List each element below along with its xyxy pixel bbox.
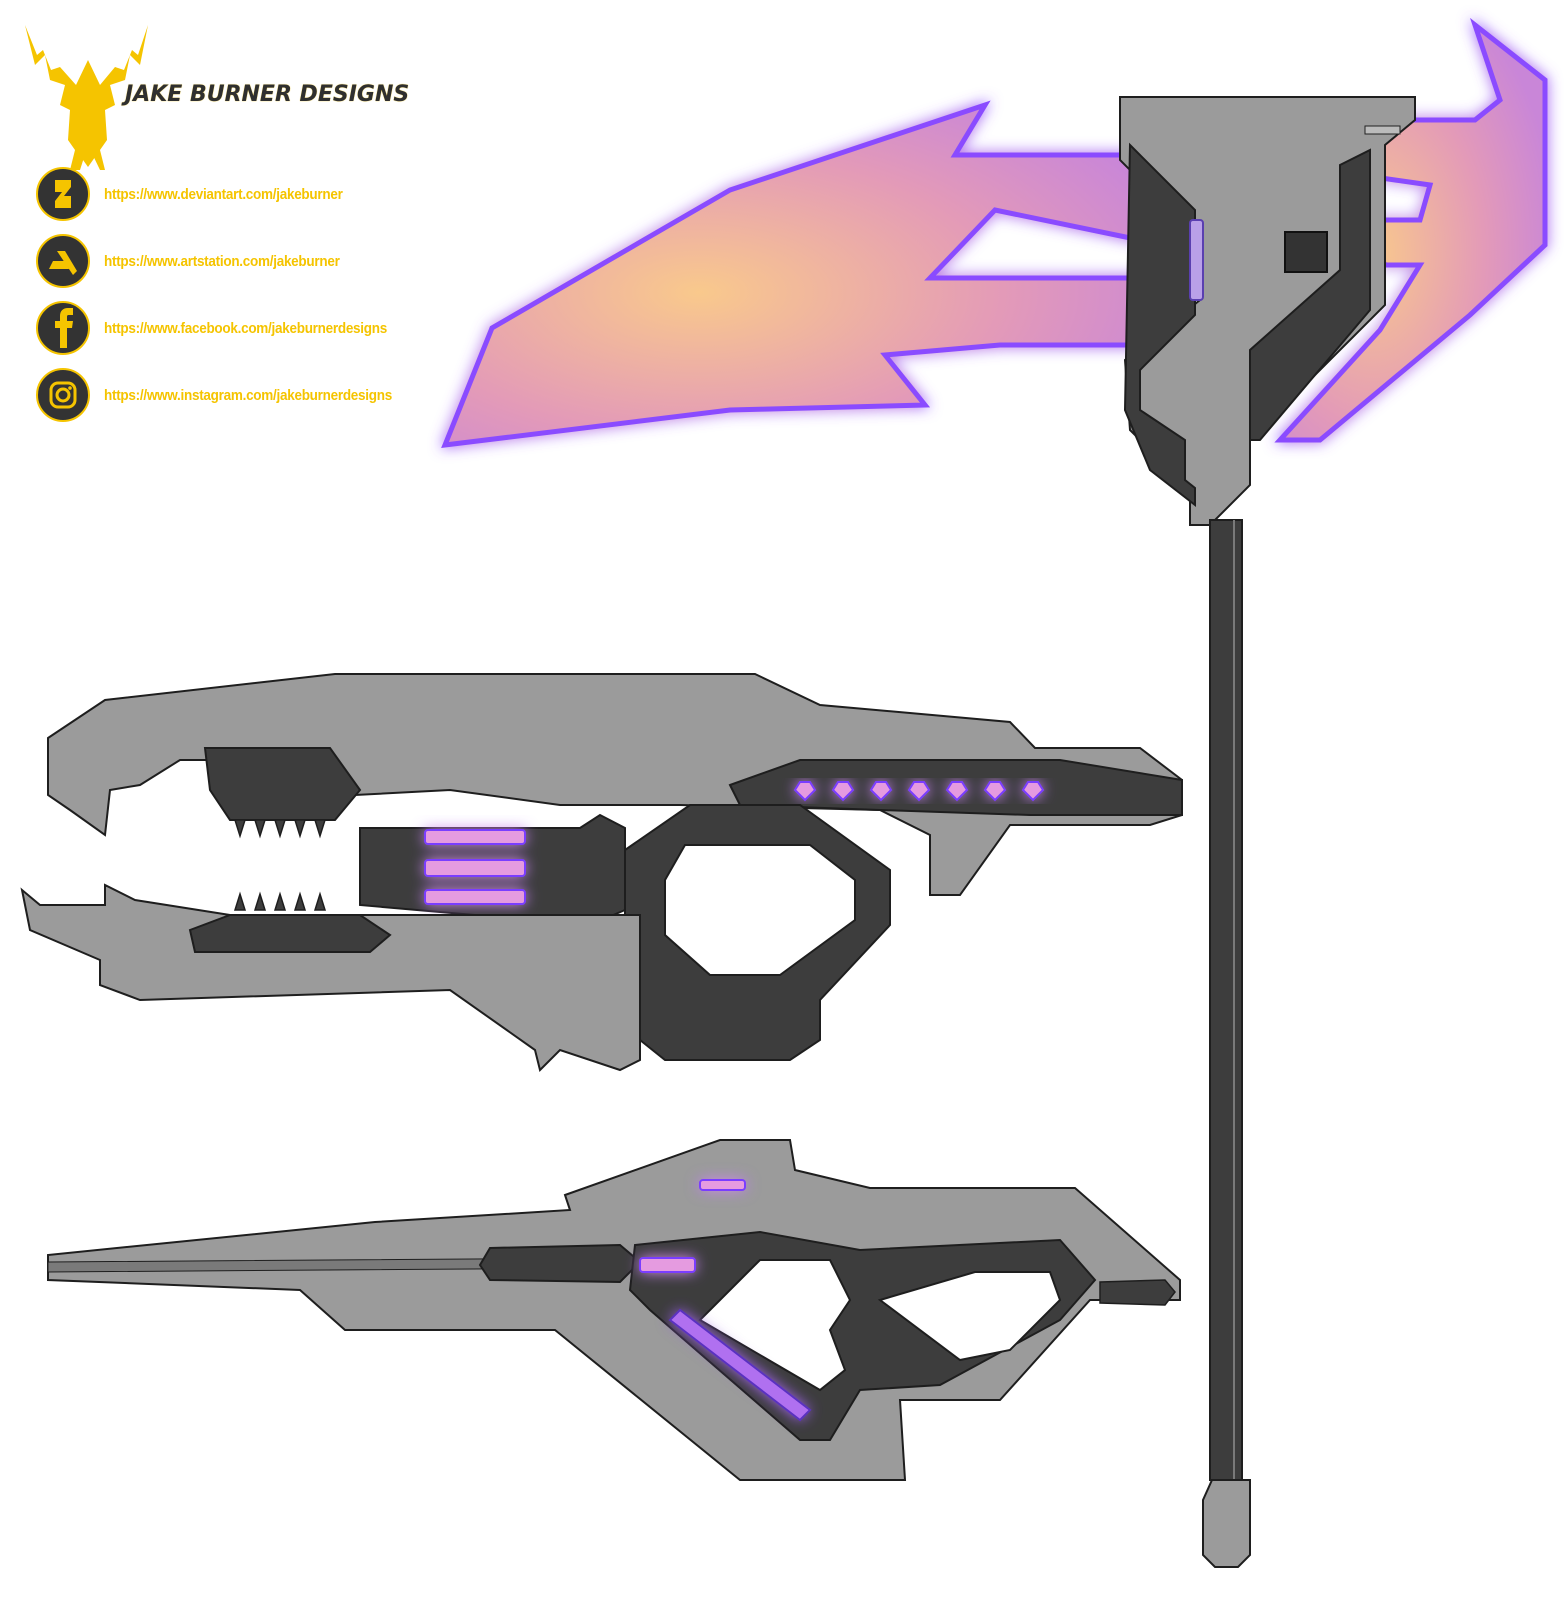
deviantart-icon <box>36 167 90 221</box>
instagram-icon <box>36 368 90 422</box>
link-text[interactable]: https://www.artstation.com/jakeburner <box>104 252 340 270</box>
link-text[interactable]: https://www.facebook.com/jakeburnerdesig… <box>104 319 387 337</box>
link-artstation[interactable]: https://www.artstation.com/jakeburner <box>36 232 424 290</box>
facebook-icon <box>36 301 90 355</box>
rifle-upper-core-lights <box>424 829 526 905</box>
rifle-lower <box>47 1139 1181 1481</box>
artstation-icon <box>36 234 90 288</box>
scythe-pommel <box>1202 1479 1251 1568</box>
link-facebook[interactable]: https://www.facebook.com/jakeburnerdesig… <box>36 299 424 357</box>
link-deviantart[interactable]: https://www.deviantart.com/jakeburner <box>36 165 424 223</box>
rifle-lower-lights <box>639 1179 812 1422</box>
link-text[interactable]: https://www.deviantart.com/jakeburner <box>104 185 343 203</box>
brand-name: JAKE BURNER DESIGNS <box>125 82 410 107</box>
rifle-upper-lights <box>793 781 1045 802</box>
scythe <box>441 17 1548 1568</box>
social-links: https://www.deviantart.com/jakeburner ht… <box>36 165 424 433</box>
brand-logo <box>25 25 148 170</box>
link-instagram[interactable]: https://www.instagram.com/jakeburnerdesi… <box>36 366 424 424</box>
link-text[interactable]: https://www.instagram.com/jakeburnerdesi… <box>104 386 392 404</box>
scythe-blade <box>441 17 1548 448</box>
rifle-upper <box>20 673 1183 1072</box>
scythe-pole <box>1209 519 1243 1481</box>
